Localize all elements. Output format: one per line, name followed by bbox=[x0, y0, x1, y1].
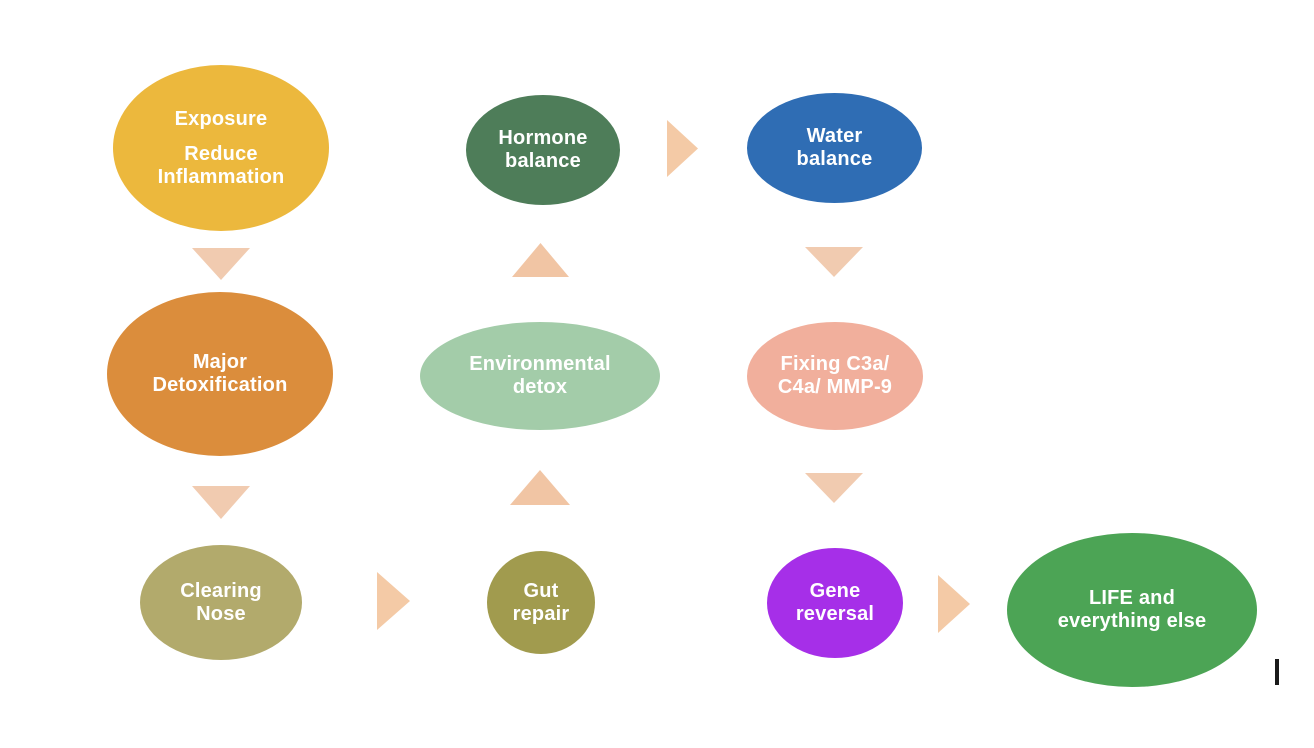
node-life-everything-else-label: LIFE and everything else bbox=[1057, 587, 1207, 632]
arrow-right-icon bbox=[377, 572, 410, 630]
arrow-up-icon bbox=[510, 470, 570, 505]
arrow-right-icon bbox=[667, 120, 698, 177]
arrow-right-icon bbox=[938, 575, 970, 633]
node-environmental-detox: Environmental detox bbox=[420, 322, 660, 430]
node-hormone-balance-label: Hormone balance bbox=[498, 127, 588, 172]
node-exposure: Exposure Reduce Inflammation bbox=[113, 65, 329, 231]
node-gene-reversal-label: Gene reversal bbox=[795, 580, 875, 625]
node-exposure-label: Exposure Reduce Inflammation bbox=[157, 107, 285, 188]
arrow-down-icon bbox=[192, 248, 250, 280]
arrow-down-icon bbox=[805, 473, 863, 503]
node-gut-repair: Gut repair bbox=[487, 551, 595, 654]
node-gut-repair-label: Gut repair bbox=[512, 579, 570, 625]
node-fixing-c3a-c4a-mmp9-label: Fixing C3a/ C4a/ MMP-9 bbox=[777, 353, 893, 398]
node-major-detoxification-label: Major Detoxification bbox=[152, 351, 288, 396]
node-clearing-nose: Clearing Nose bbox=[140, 545, 302, 660]
node-water-balance: Water balance bbox=[747, 93, 922, 203]
node-environmental-detox-label: Environmental detox bbox=[469, 353, 611, 398]
node-water-balance-label: Water balance bbox=[796, 125, 873, 170]
node-major-detoxification: Major Detoxification bbox=[107, 292, 333, 456]
arrow-down-icon bbox=[192, 486, 250, 519]
arrow-up-icon bbox=[512, 243, 569, 277]
node-clearing-nose-label: Clearing Nose bbox=[180, 579, 262, 625]
node-hormone-balance: Hormone balance bbox=[466, 95, 620, 205]
node-fixing-c3a-c4a-mmp9: Fixing C3a/ C4a/ MMP-9 bbox=[747, 322, 923, 430]
node-gene-reversal: Gene reversal bbox=[767, 548, 903, 658]
text-cursor bbox=[1275, 659, 1279, 685]
arrow-down-icon bbox=[805, 247, 863, 277]
node-life-everything-else: LIFE and everything else bbox=[1007, 533, 1257, 687]
